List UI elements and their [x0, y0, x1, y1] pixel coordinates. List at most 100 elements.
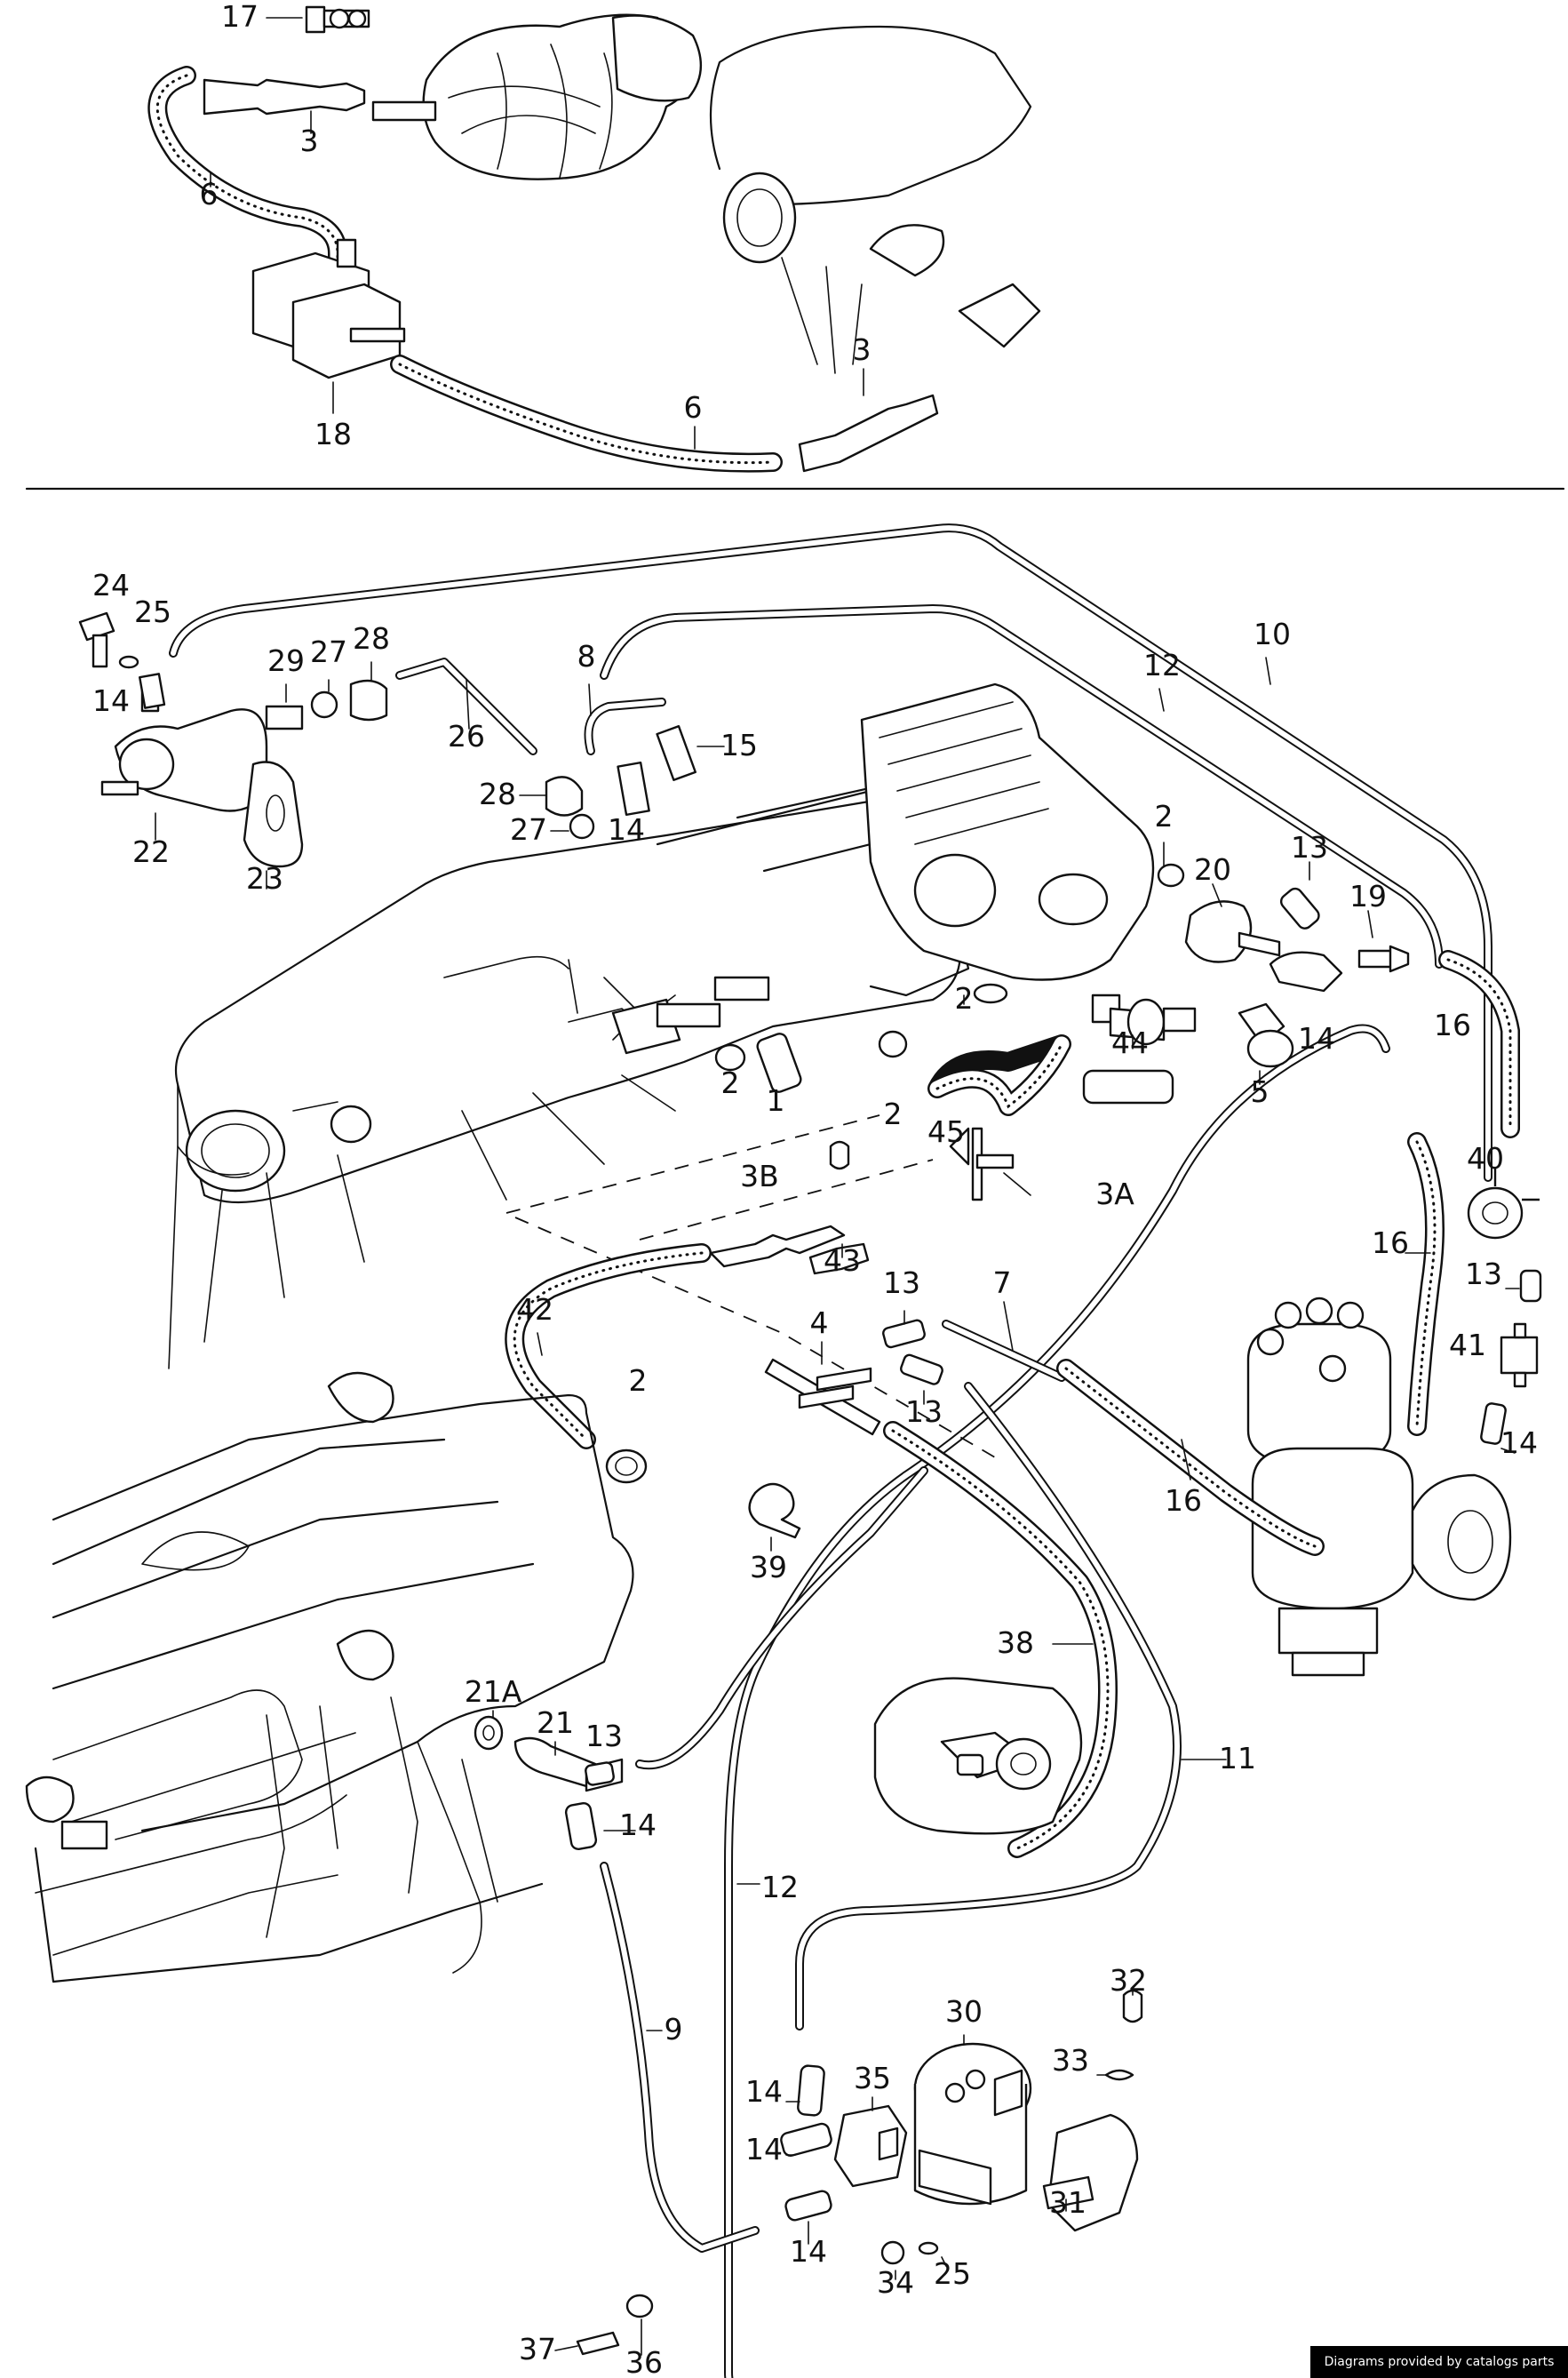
part-label-2: 2 — [1155, 799, 1174, 834]
air-intake-boot — [371, 13, 703, 180]
plug-17 — [266, 5, 370, 34]
part-label-2: 2 — [629, 1363, 648, 1398]
sensor-21 — [474, 1710, 636, 1850]
part-label-14: 14 — [92, 683, 130, 718]
part-label-28: 28 — [353, 621, 390, 656]
part-label-43: 43 — [824, 1243, 861, 1278]
part-label-10: 10 — [1254, 617, 1291, 651]
part-label-2: 2 — [721, 1065, 740, 1100]
short-hoses-14-15 — [139, 673, 802, 1093]
part-label-13: 13 — [883, 1265, 920, 1300]
tube-8 — [584, 683, 666, 755]
part-label-13: 13 — [1291, 830, 1328, 865]
part-label-44: 44 — [1111, 1025, 1149, 1060]
part-label-11: 11 — [1219, 1741, 1256, 1776]
valve-20 — [1184, 861, 1410, 1085]
part-label-16: 16 — [1372, 1225, 1409, 1260]
part-label-21: 21 — [537, 1705, 574, 1740]
part-label-9: 9 — [665, 2012, 683, 2047]
hose-6-lower — [390, 355, 783, 473]
hose-6-upper — [147, 66, 347, 290]
tube-11 — [795, 1382, 1227, 2031]
connector-3b-43-3a — [639, 1127, 1031, 1275]
part-label-20: 20 — [1194, 852, 1231, 887]
part-label-27: 27 — [510, 812, 547, 847]
vacuum-40-valve-41 — [1467, 1169, 1542, 1454]
part-label-31: 31 — [1049, 2185, 1086, 2220]
part-label-13: 13 — [905, 1394, 943, 1429]
part-label-18: 18 — [314, 417, 352, 451]
part-label-12: 12 — [1143, 648, 1181, 682]
part-label-6: 6 — [684, 390, 703, 425]
part-label-37: 37 — [519, 2332, 556, 2366]
part-label-27: 27 — [310, 634, 347, 669]
part-label-36: 36 — [625, 2345, 663, 2378]
part-label-14: 14 — [790, 2234, 827, 2269]
engine-top-right — [709, 25, 1041, 374]
fittings-27-28-29 — [265, 661, 595, 840]
part-label-13: 13 — [1465, 1257, 1502, 1291]
part-label-5: 5 — [1251, 1074, 1270, 1109]
part-label-29: 29 — [267, 643, 305, 678]
part-label-41: 41 — [1449, 1328, 1486, 1362]
part-label-3: 3 — [853, 332, 872, 367]
part-label-14: 14 — [745, 2074, 783, 2109]
part-label-3b: 3B — [740, 1159, 779, 1193]
credit-banner: Diagrams provided by catalogs parts — [1310, 2346, 1568, 2378]
part-label-16: 16 — [1434, 1008, 1471, 1042]
tube-10-12 — [169, 523, 1492, 1182]
part-label-14: 14 — [619, 1807, 657, 1842]
part-label-25: 25 — [134, 594, 171, 629]
top-section — [25, 5, 1565, 491]
part-label-8: 8 — [577, 639, 596, 674]
part-label-24: 24 — [92, 568, 130, 602]
part-label-38: 38 — [997, 1625, 1034, 1660]
part-label-14: 14 — [1298, 1021, 1335, 1056]
part-label-32: 32 — [1110, 1963, 1147, 1998]
part-label-2: 2 — [884, 1097, 903, 1131]
part-label-25: 25 — [934, 2256, 971, 2291]
part-label-16: 16 — [1165, 1483, 1202, 1518]
part-label-22: 22 — [132, 834, 170, 869]
part-label-40: 40 — [1467, 1141, 1504, 1176]
connector-3-right — [798, 368, 939, 473]
part-label-6: 6 — [200, 177, 219, 211]
part-label-15: 15 — [720, 728, 758, 762]
intake-manifold — [168, 682, 1155, 1458]
tee-4 — [764, 1341, 881, 1436]
tube-26 — [395, 658, 537, 755]
part-label-13: 13 — [585, 1719, 623, 1753]
tube-9 — [600, 1862, 760, 2253]
tube-13-to-21 — [635, 1466, 928, 1770]
part-label-12: 12 — [761, 1870, 799, 1904]
part-label-14: 14 — [745, 2132, 783, 2167]
part-label-33: 33 — [1052, 2043, 1089, 2078]
hose-45-fitting-44 — [927, 993, 1197, 1116]
credit-text: Diagrams provided by catalogs parts — [1324, 2355, 1555, 2369]
connector-3-top — [203, 78, 366, 134]
hose-16-right — [1405, 950, 1520, 1436]
part-label-2: 2 — [955, 981, 974, 1016]
part-label-35: 35 — [854, 2061, 891, 2095]
hose-38 — [883, 1421, 1118, 1858]
hose-42 — [505, 1243, 712, 1449]
clip-39 — [748, 1482, 801, 1552]
tube-7 — [942, 1301, 1066, 1382]
part-label-39: 39 — [750, 1550, 787, 1584]
clamps-2 — [605, 842, 1185, 1484]
part-label-17: 17 — [221, 0, 259, 34]
engine-block — [25, 1371, 634, 1983]
part-label-26: 26 — [448, 719, 485, 754]
part-label-28: 28 — [479, 777, 516, 811]
part-label-30: 30 — [945, 1994, 983, 2029]
part-label-19: 19 — [1349, 879, 1387, 914]
distributor — [1246, 1297, 1512, 1677]
tube-12-long — [724, 1024, 1390, 2378]
lower-assembly — [554, 1989, 1143, 2356]
part-label-7: 7 — [993, 1265, 1012, 1300]
part-label-3: 3 — [300, 124, 319, 158]
part-label-23: 23 — [246, 861, 283, 896]
part-label-14: 14 — [608, 812, 645, 847]
